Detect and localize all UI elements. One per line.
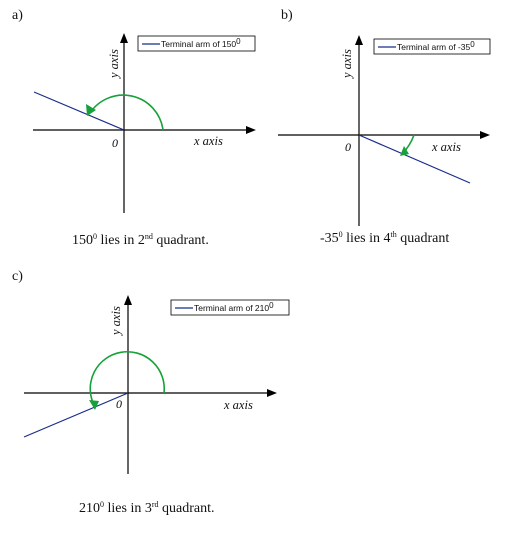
panel-a-label: a) [12, 8, 23, 23]
panel-a-y-arrow-icon [120, 33, 128, 43]
panel-c-origin-label: 0 [116, 397, 122, 411]
panel-b: b) Terminal arm of -350 x axis y axis 0 … [278, 8, 491, 246]
panel-a-arc-arrow-icon [86, 104, 96, 116]
panel-c-arc-arrow-icon [89, 400, 99, 410]
panel-b-legend-text: Terminal arm of -350 [397, 40, 475, 52]
panel-a-x-arrow-icon [246, 126, 256, 134]
panel-b-origin-label: 0 [345, 140, 351, 154]
panel-c-y-arrow-icon [124, 295, 132, 305]
panel-c-angle-arc [89, 350, 166, 406]
panel-b-caption: -350 lies in 4th quadrant [320, 230, 449, 246]
panel-b-legend-box [373, 38, 491, 55]
panel-a-caption: 1500 lies in 2nd quadrant. [72, 232, 209, 248]
panel-c-terminal-arm [23, 392, 129, 438]
panel-c-label: c) [12, 269, 23, 284]
panel-a-legend-box [137, 35, 256, 52]
panel-c-x-arrow-icon [267, 389, 277, 397]
panel-a-terminal-arm [33, 91, 125, 131]
panel-b-x-arrow-icon [480, 131, 490, 139]
panel-c-legend-text: Terminal arm of 2100 [194, 301, 274, 313]
panel-a-angle-arc [89, 94, 164, 131]
panel-b-y-arrow-icon [355, 35, 363, 45]
panel-c-legend-box [170, 299, 290, 316]
panel-c-x-axis-label: x axis [223, 398, 253, 412]
panel-a-origin-label: 0 [112, 136, 118, 150]
panel-a-x-axis-label: x axis [193, 134, 223, 148]
panel-a-legend-text: Terminal arm of 1500 [161, 37, 241, 49]
panel-c-caption: 2100 lies in 3rd quadrant. [79, 500, 215, 516]
panel-b-terminal-arm [358, 134, 471, 184]
panel-a: a) Terminal arm of 1500 x axis y axis 0 … [12, 8, 256, 248]
panel-b-y-axis-label: y axis [340, 49, 354, 80]
panel-c: c) Terminal arm of 2100 x axis y axis 0 … [12, 269, 290, 516]
panel-a-y-axis-label: y axis [107, 49, 121, 80]
panel-c-y-axis-label: y axis [109, 306, 123, 337]
panel-b-label: b) [281, 8, 293, 23]
panel-b-arc-arrow-icon [400, 146, 409, 156]
panel-b-x-axis-label: x axis [431, 140, 461, 154]
